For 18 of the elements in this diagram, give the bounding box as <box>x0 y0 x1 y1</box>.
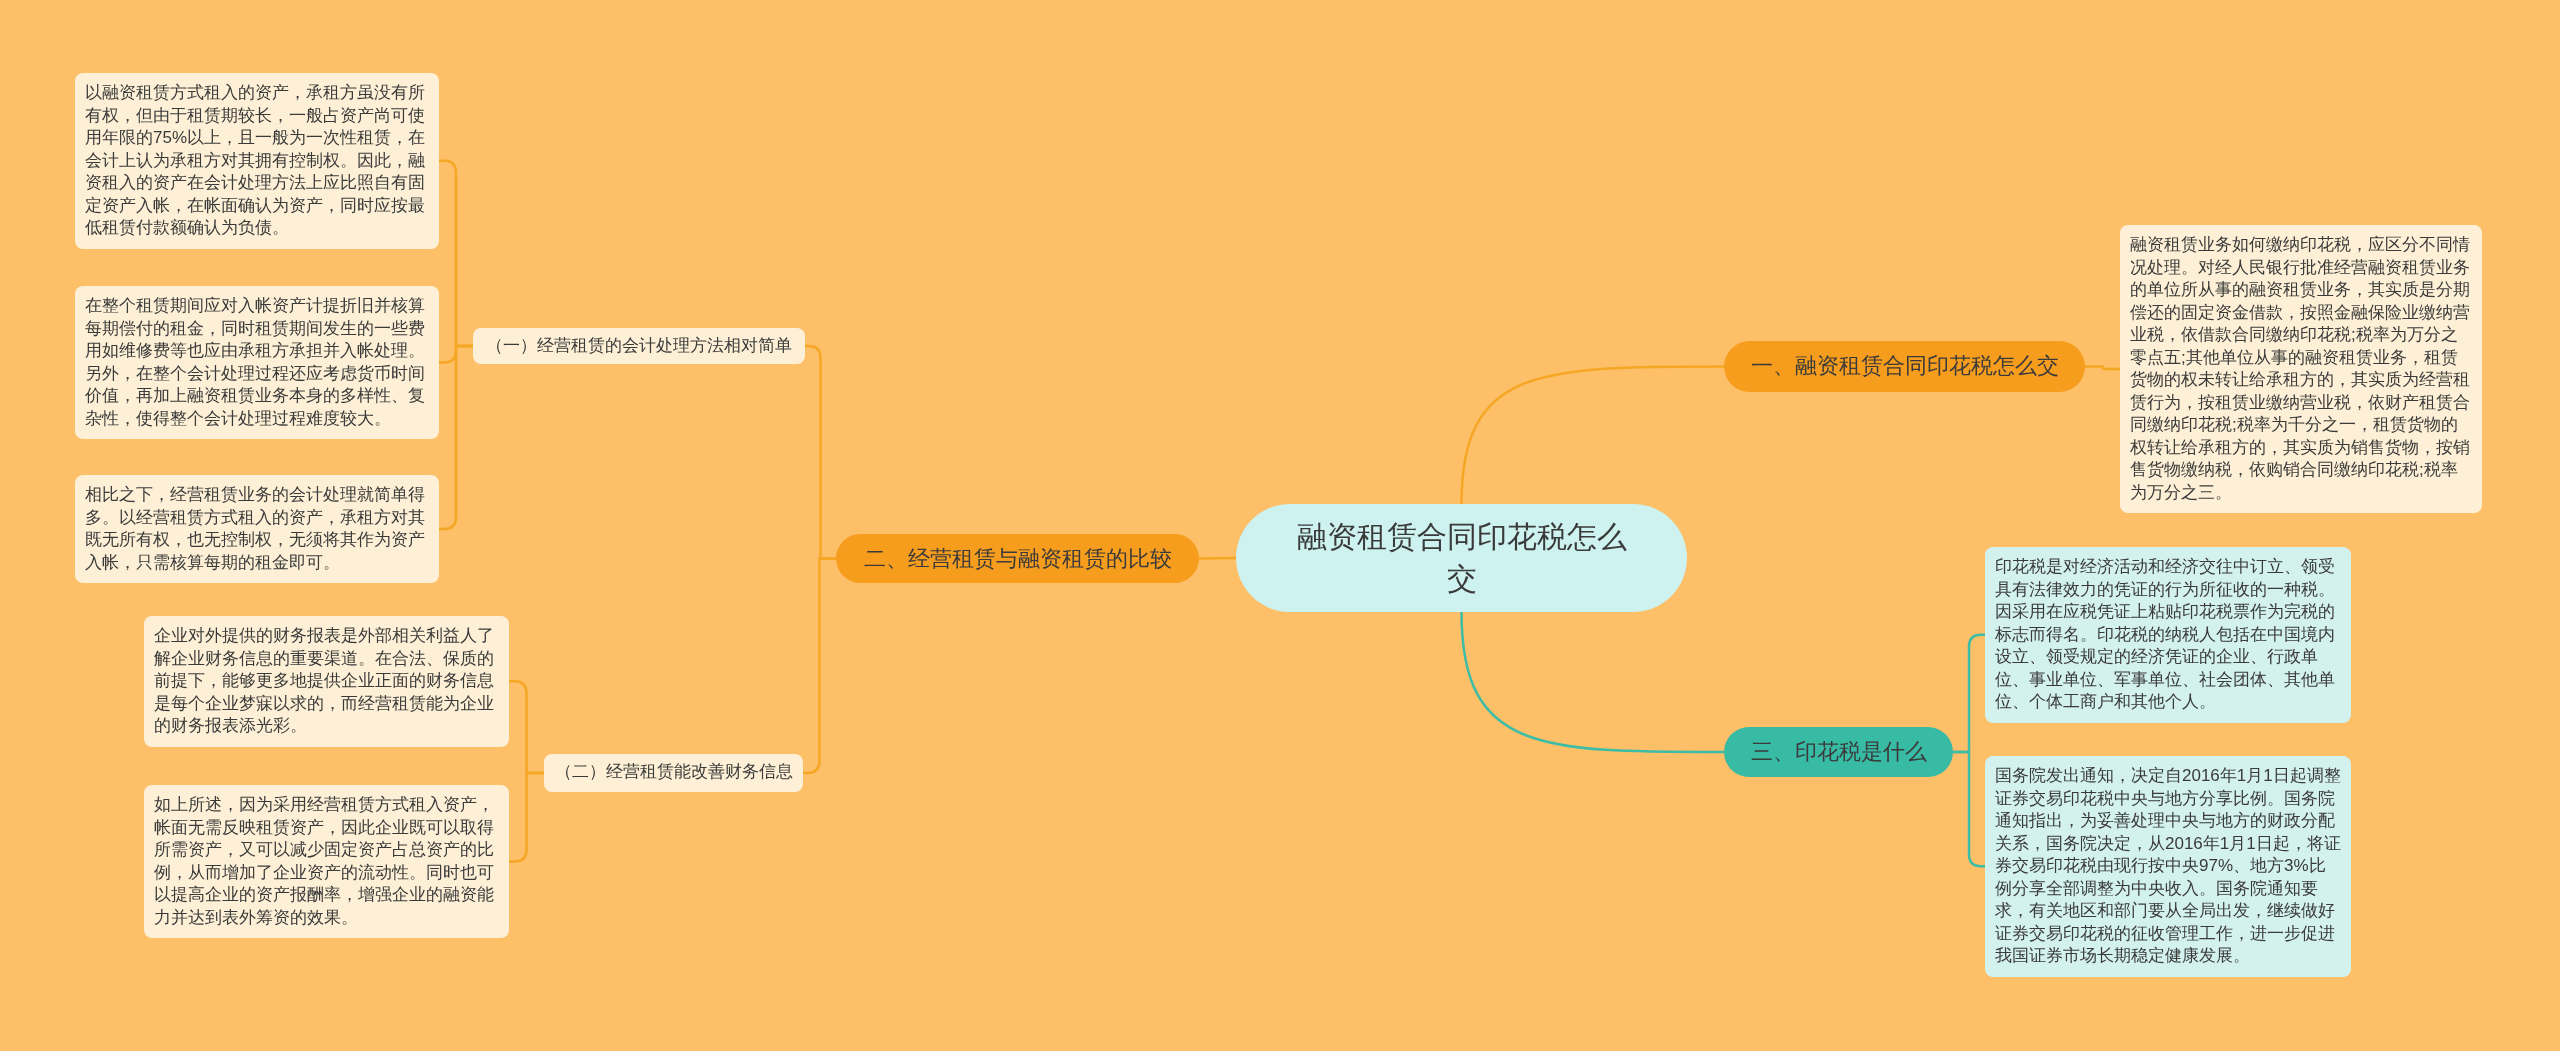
branch-topic: 三、印花税是什么 <box>1724 727 1953 777</box>
text-card: 以融资租赁方式租入的资产，承租方虽没有所有权，但由于租赁期较长，一般占资产尚可使用年限的75%以上，且一般为一次性租赁，在会计上认为承租方对其拥有控制权。因此，融资租入的资产在会计处理方法上应比照自有固定资产入帐，在帐面确认为资产，同时应按最低租赁付款额确认为负债。 <box>75 73 439 249</box>
connector-line <box>1460 365 1724 505</box>
text-card: 如上所述，因为采用经营租赁方式租入资产，帐面无需反映租赁资产，因此企业既可以取得所需资产，又可以减少固定资产占总资产的比例，从而增加了企业资产的流动性。同时也可以提高企业的资产报酬率，增强企业的融资能力并达到表外筹资的效果。 <box>144 785 509 938</box>
text-card: 国务院发出通知，决定自2016年1月1日起调整证券交易印花税中央与地方分享比例。国务院通知指出，为妥善处理中央与地方的财政分配关系，国务院决定，从2016年1月1日起，将证券交易印花税由现行按中央97%、地方3%比例分享全部调整为中央收入。国务院通知要求，有关地区和部门要从全局出发，继续做好证券交易印花税的征收管理工作，进一步促进我国证券市场长期稳定健康发展。 <box>1985 756 2351 977</box>
text-card: 印花税是对经济活动和经济交往中订立、领受具有法律效力的凭证的行为所征收的一种税。因采用在应税凭证上粘贴印花税票作为完税的标志而得名。印花税的纳税人包括在中国境内设立、领受规定的经济凭证的企业、行政单位、事业单位、军事单位、社会团体、其他单位、个体工商户和其他个人。 <box>1985 547 2351 723</box>
text-card: 相比之下，经营租赁业务的会计处理就简单得多。以经营租赁方式租入的资产，承租方对其既无所有权，也无控制权，无须将其作为资产入帐，只需核算每期的租金即可。 <box>75 475 439 583</box>
text-card: 融资租赁业务如何缴纳印花税，应区分不同情况处理。对经人民银行批准经营融资租赁业务的单位所从事的融资租赁业务，其实质是分期偿还的固定资金借款，按照金融保险业缴纳营业税，依借款合同缴纳印花税;税率为万分之零点五;其他单位从事的融资租赁业务，租赁货物的权未转让给承租方的，其实质为经营租赁行为，按租赁业缴纳营业税，依财产租赁合同缴纳印花税;税率为千分之一，租赁货物的权转让给承租方的，其实质为销售货物，按销售货物缴纳税，依购销合同缴纳印花税;税率为万分之三。 <box>2120 225 2482 513</box>
text-card: 在整个租赁期间应对入帐资产计提折旧并核算每期偿付的租金，同时租赁期间发生的一些费用如维修费等也应由承租方承担并入帐处理。另外，在整个会计处理过程还应考虑货币时间价值，再加上融资租赁业务本身的多样性、复杂性，使得整个会计处理过程难度较大。 <box>75 286 439 439</box>
branch-topic: 一、融资租赁合同印花税怎么交 <box>1724 341 2085 392</box>
branch-topic: 二、经营租赁与融资租赁的比较 <box>836 534 1199 583</box>
connector-line <box>1460 611 1724 754</box>
text-card: 企业对外提供的财务报表是外部相关利益人了解企业财务信息的重要渠道。在合法、保质的前提下，能够更多地提供企业正面的财务信息是每个企业梦寐以求的，而经营租赁能为企业的财务报表添光彩。 <box>144 616 509 747</box>
subtopic-box: （二）经营租赁能改善财务信息 <box>544 754 803 792</box>
connector-line <box>1199 556 1236 560</box>
central-topic: 融资租赁合同印花税怎么交 <box>1236 504 1687 612</box>
connector-line <box>2085 365 2120 371</box>
subtopic-box: （一）经营租赁的会计处理方法相对简单 <box>473 328 805 364</box>
